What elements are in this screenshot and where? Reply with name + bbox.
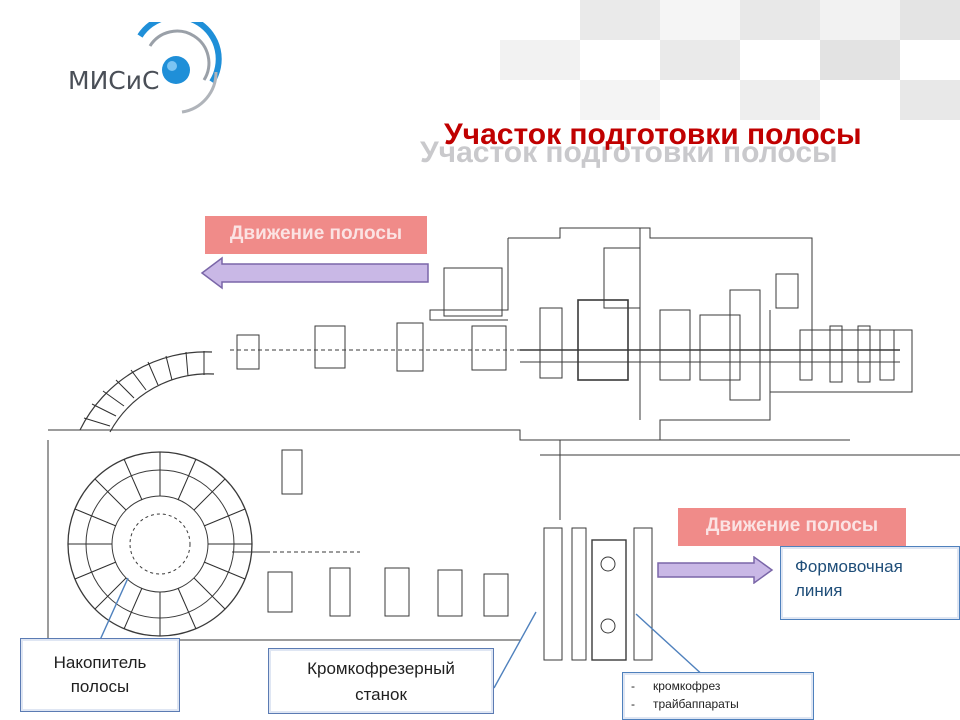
motion-label-right: Движение полосы: [678, 508, 906, 546]
equipment-item: кромкофрез: [631, 677, 813, 695]
equipment-list: кромкофрез трайбаппараты: [623, 673, 813, 713]
callout-equipment-list: кромкофрез трайбаппараты: [622, 672, 814, 720]
right-arrow: [657, 556, 774, 584]
title-shadow: Участок подготовки полосы: [420, 136, 838, 169]
callout-accumulator: Накопитель полосы: [20, 638, 180, 712]
equipment-item: трайбаппараты: [631, 695, 813, 713]
callout-forming-line: Формовочная линия: [780, 546, 960, 620]
logo-text: МИСиС: [68, 66, 160, 95]
callout-accumulator-text: Накопитель полосы: [53, 653, 147, 696]
slide-title: Участок подготовки полосы: [444, 118, 862, 151]
callout-forming-line-text: Формовочная линия: [795, 557, 903, 600]
callout-edge-milling: Кромкофрезерный станок: [268, 648, 494, 714]
left-arrow: [200, 256, 429, 290]
callout-edge-milling-text: Кромкофрезерный станок: [307, 659, 455, 704]
motion-label-top: Движение полосы: [205, 216, 427, 254]
logo-mark: [137, 22, 222, 114]
